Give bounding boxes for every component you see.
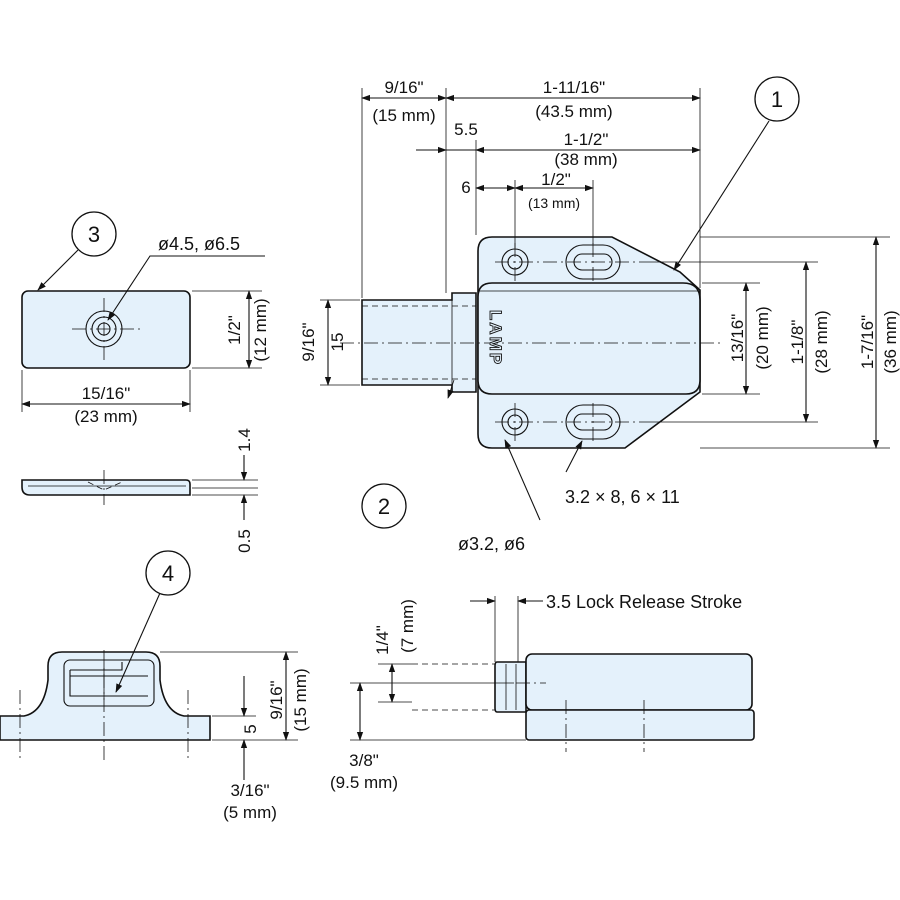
slot-pitch-in: 1/2" bbox=[541, 170, 571, 189]
side-height-in: 3/8" bbox=[349, 751, 379, 770]
strike-plate-top-view: 15/16" (23 mm) 1/2" (12 mm) ø4.5, ø6.5 3 bbox=[21, 211, 270, 426]
balloon-2-group: 2 3.2 × 8, 6 × 11 ø3.2, ø6 bbox=[361, 379, 680, 554]
plunger-length-in: 9/16" bbox=[384, 78, 423, 97]
side-plunger-in: 1/4" bbox=[373, 625, 392, 655]
overall-length-mm: (43.5 mm) bbox=[535, 102, 612, 121]
hole-span-in: 1-1/2" bbox=[564, 130, 609, 149]
body-hole-note: ø3.2, ø6 bbox=[458, 534, 525, 554]
side-plunger-mm: (7 mm) bbox=[398, 599, 417, 653]
latch-side-view: 3.5 Lock Release Stroke 1/4" (7 mm) 3/8"… bbox=[330, 592, 755, 792]
strike-base-in: 3/16" bbox=[230, 781, 269, 800]
lamp-logo: LAMP bbox=[486, 310, 505, 366]
hole-pitch-in: 1-1/8" bbox=[788, 320, 807, 365]
plate-height-in: 1/2" bbox=[225, 315, 244, 345]
balloon-3-number: 3 bbox=[88, 222, 100, 247]
plate-thickness-1-4: 1.4 bbox=[235, 428, 254, 452]
balloon-2 bbox=[361, 483, 407, 529]
slot-pitch-mm: (13 mm) bbox=[528, 195, 580, 211]
top-view-dimensions bbox=[324, 94, 880, 449]
balloon-3 bbox=[71, 211, 117, 257]
offset-6: 6 bbox=[461, 178, 470, 197]
hole-span-mm: (38 mm) bbox=[554, 150, 617, 169]
strike-base-5: 5 bbox=[241, 724, 260, 733]
balloon-1 bbox=[754, 76, 800, 122]
body-width-mm: (20 mm) bbox=[753, 306, 772, 369]
plate-width-mm: (23 mm) bbox=[74, 407, 137, 426]
plunger-height-mm: 15 bbox=[328, 333, 347, 352]
overall-length-in: 1-11/16" bbox=[543, 78, 605, 97]
plunger-height-in: 9/16" bbox=[299, 322, 318, 361]
balloon-2-number: 2 bbox=[378, 494, 390, 519]
plate-hole-note: ø4.5, ø6.5 bbox=[158, 234, 240, 254]
latch-cover bbox=[477, 282, 701, 395]
strike-front-view: 9/16" (15 mm) 5 3/16" (5 mm) 4 bbox=[0, 550, 310, 822]
plunger-length-mm: (15 mm) bbox=[372, 106, 435, 125]
plate-thickness-0-5: 0.5 bbox=[235, 529, 254, 553]
side-body-base bbox=[525, 709, 755, 741]
side-plunger bbox=[494, 661, 527, 713]
top-view-extension-lines bbox=[320, 88, 890, 449]
side-height-mm: (9.5 mm) bbox=[330, 773, 398, 792]
strike-height-in: 9/16" bbox=[267, 680, 286, 719]
plate-height-mm: (12 mm) bbox=[251, 298, 270, 361]
strike-plate-side-view: 1.4 0.5 bbox=[21, 428, 258, 553]
strike-base-mm: (5 mm) bbox=[223, 803, 277, 822]
body-width-in: 13/16" bbox=[728, 314, 747, 363]
overall-width-mm: (36 mm) bbox=[881, 310, 900, 373]
hole-pitch-mm: (28 mm) bbox=[812, 310, 831, 373]
plunger bbox=[361, 292, 477, 393]
balloon-4 bbox=[145, 550, 191, 596]
overall-width-in: 1-7/16" bbox=[858, 315, 877, 369]
balloon-1-number: 1 bbox=[771, 87, 783, 112]
slot-size-note: 3.2 × 8, 6 × 11 bbox=[565, 487, 680, 507]
strike-plate-side bbox=[21, 479, 191, 496]
strike-height-mm: (15 mm) bbox=[291, 668, 310, 731]
balloon-4-number: 4 bbox=[162, 561, 174, 586]
lock-release-note: 3.5 Lock Release Stroke bbox=[546, 592, 742, 612]
strike-plate bbox=[21, 290, 191, 369]
side-body-upper bbox=[525, 653, 753, 711]
latch-top-view: LAMP bbox=[340, 236, 720, 449]
offset-5-5: 5.5 bbox=[454, 120, 478, 139]
plate-width-in: 15/16" bbox=[82, 384, 131, 403]
top-view-dimension-text: 9/16" (15 mm) 1-11/16" (43.5 mm) 5.5 1-1… bbox=[299, 78, 900, 374]
balloon-1-group: 1 bbox=[673, 76, 800, 271]
